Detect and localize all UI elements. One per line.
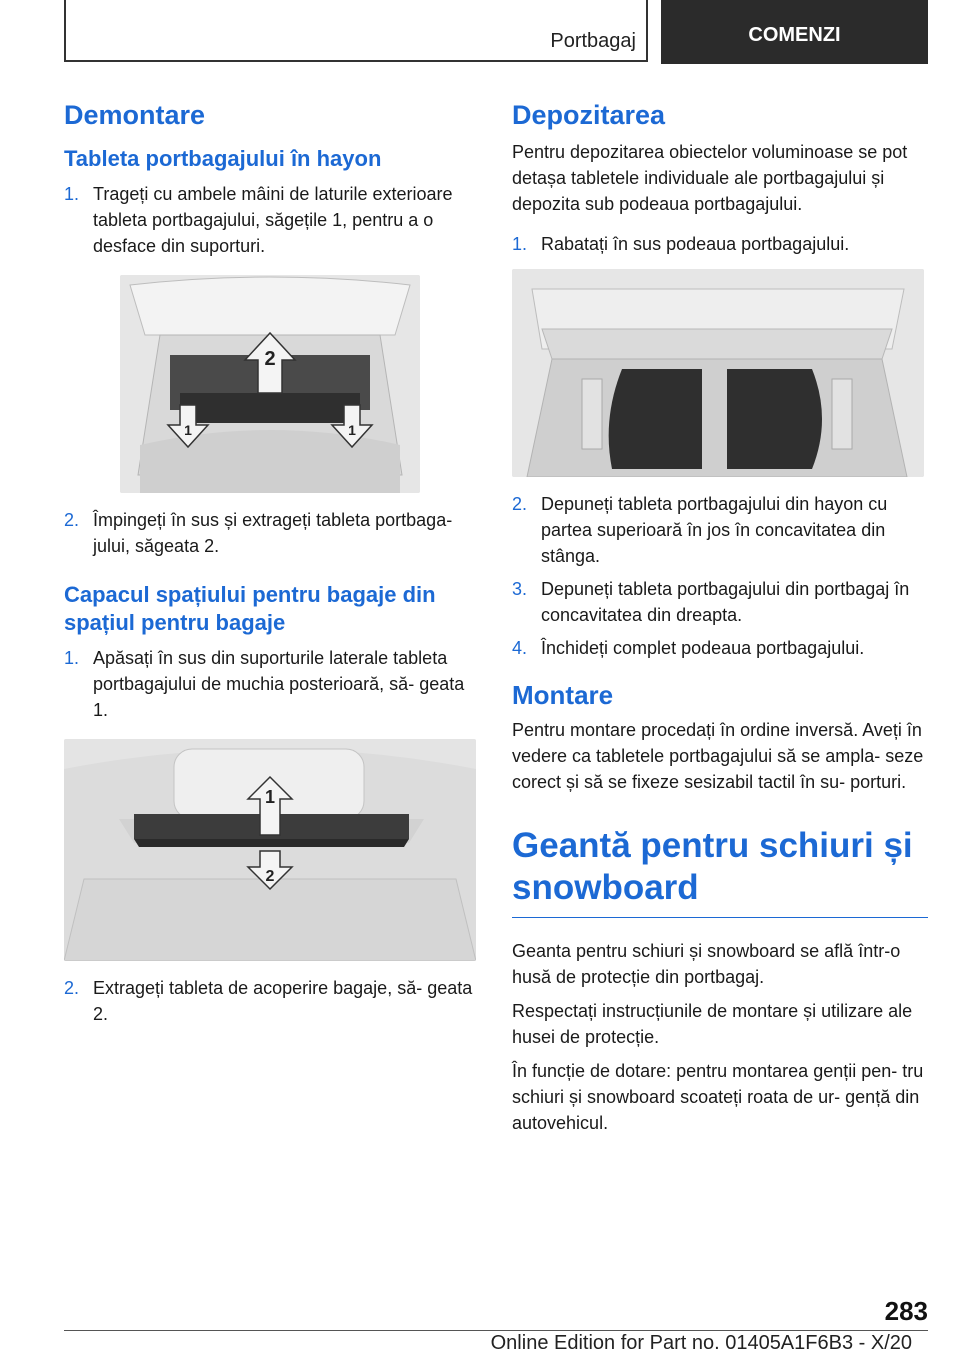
paragraph-geanta-2: Respectați instrucțiunile de montare și … [512,1001,913,1047]
arrow-down-left-icon: 1 [166,404,210,449]
heading-capac: Capacul spațiului pentru bagaje din spaț… [64,582,436,635]
heading-montare: Montare [512,680,614,710]
edition-line: Online Edition for Part no. 01405A1F6B3 … [490,1332,912,1354]
step-number: 2. [512,494,528,514]
step-text: Depuneți tableta portbagajului din portb… [541,579,910,625]
section-header-box: Portbagaj [64,0,648,62]
section-title: Portbagaj [550,30,636,52]
step-text: Depuneți tableta portbagajului din hayon… [541,494,888,566]
steps-capac: 1. Apăsați în sus din suporturile latera… [64,645,476,723]
heading-demontare: Demontare [64,100,206,130]
step-text: Extrageți tableta de acoperire bagaje, s… [93,978,473,1024]
steps-capac-cont: 2. Extrageți tableta de acoperire bagaje… [64,975,476,1027]
heading-geanta-schiuri: Geantă pentru schiuri și snowboard [512,826,913,907]
step-number: 3. [512,579,528,599]
paragraph-geanta-1: Geanta pentru schiuri și snowboard se af… [512,941,901,987]
page-header: Portbagaj COMENZI [64,0,928,64]
step-number: 2. [64,978,80,998]
page-number: 283 [884,1296,928,1326]
arrow-label: 2 [266,868,275,885]
step-text: Trageți cu ambele mâini de laturile exte… [93,184,453,256]
paragraph-montare: Pentru montare procedați în ordine inver… [512,720,924,792]
paragraph-geanta-3: În funcție de dotare: pentru montarea ge… [512,1061,924,1133]
step-number: 4. [512,638,528,658]
heading-depozitarea: Depozitarea [512,100,666,130]
right-column: Depozitarea Pentru depozitarea obiectelo… [512,100,928,1144]
steps-depozitare: 1. Rabatați în sus podeaua portbagajului… [512,231,928,257]
steps-tableta-cont: 2. Împingeți în sus și extrageți tableta… [64,507,476,559]
figure-hatch-shelf: 2 1 1 [120,275,420,493]
step-text: Apăsați în sus din suporturile laterale … [93,648,465,720]
step-number: 1. [64,184,80,204]
left-column: Demontare Tableta portbagajului în hayon… [64,100,476,1034]
list-item: 1. Rabatați în sus podeaua portbagajului… [512,231,928,257]
arrow-label: 2 [264,348,275,370]
arrow-label: 1 [348,422,356,438]
heading-tableta-hayon: Tableta portbagajului în hayon [64,146,382,171]
figure-cargo-cover: 1 2 [64,739,476,961]
step-text: Rabatați în sus podeaua portbagajului. [541,234,850,254]
list-item: 2. Împingeți în sus și extrageți tableta… [64,507,476,559]
step-number: 2. [64,510,80,530]
heading-underline [512,917,928,918]
arrow-label: 1 [265,787,275,807]
list-item: 1. Trageți cu ambele mâini de laturile e… [64,181,476,259]
steps-tableta: 1. Trageți cu ambele mâini de laturile e… [64,181,476,259]
paragraph-depozitarea: Pentru depozitarea obiectelor voluminoas… [512,142,908,214]
arrow-up-icon: 2 [243,331,297,394]
step-text: Închideți complet podeaua portbagajului. [541,638,865,658]
arrow-up-icon: 1 [246,775,294,836]
footer-divider [64,1330,928,1331]
list-item: 2. Depuneți tableta portbagajului din ha… [512,491,928,569]
arrow-label: 1 [184,422,192,438]
steps-depozitare-cont: 2. Depuneți tableta portbagajului din ha… [512,491,928,661]
chapter-tab: COMENZI [661,0,928,64]
step-number: 1. [64,648,80,668]
list-item: 3. Depuneți tableta portbagajului din po… [512,576,928,628]
arrow-down-right-icon: 1 [330,404,374,449]
figure-underfloor-storage [512,269,924,477]
step-text: Împingeți în sus și extrageți tableta po… [93,510,453,556]
list-item: 4. Închideți complet podeaua portbagajul… [512,635,928,661]
list-item: 2. Extrageți tableta de acoperire bagaje… [64,975,476,1027]
arrow-down-icon: 2 [246,850,294,891]
step-number: 1. [512,234,528,254]
list-item: 1. Apăsați în sus din suporturile latera… [64,645,476,723]
